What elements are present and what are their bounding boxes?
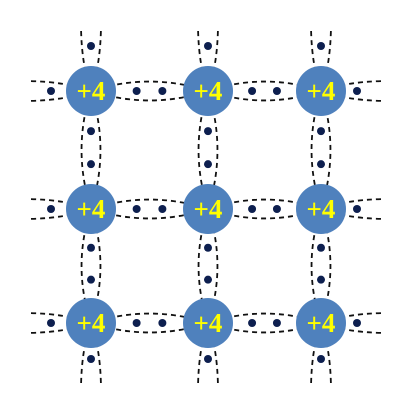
electron-dot bbox=[204, 160, 212, 169]
electron-dot bbox=[47, 87, 55, 95]
silicon-atom: +4 bbox=[183, 298, 233, 348]
electron-dot bbox=[317, 160, 325, 169]
silicon-atom: +4 bbox=[183, 66, 233, 116]
electron-dot bbox=[248, 205, 257, 213]
electron-dot bbox=[317, 355, 325, 363]
silicon-atom: +4 bbox=[296, 184, 346, 234]
electron-dot bbox=[204, 355, 212, 363]
electron-dot bbox=[248, 87, 257, 95]
atom-charge-label: +4 bbox=[77, 76, 106, 106]
atom-charge-label: +4 bbox=[307, 76, 336, 106]
silicon-atom: +4 bbox=[296, 298, 346, 348]
electron-dot bbox=[353, 319, 361, 327]
electron-dot bbox=[204, 42, 212, 50]
electron-dot bbox=[353, 205, 361, 213]
atom-grid: +4 +4 +4 +4 +4 +4 +4 +4 +4 bbox=[66, 66, 346, 348]
electron-dot bbox=[204, 127, 212, 136]
silicon-atom: +4 bbox=[66, 184, 116, 234]
electron-dot bbox=[317, 127, 325, 136]
electron-dot bbox=[47, 205, 55, 213]
electron-dot bbox=[132, 319, 141, 327]
electron-dot bbox=[158, 205, 167, 213]
electron-dot bbox=[248, 319, 257, 327]
electron-dot bbox=[317, 243, 325, 252]
atom-charge-label: +4 bbox=[307, 194, 336, 224]
atom-core bbox=[183, 66, 233, 116]
silicon-atom: +4 bbox=[183, 184, 233, 234]
electron-dot bbox=[87, 127, 95, 136]
atom-charge-label: +4 bbox=[194, 76, 223, 106]
silicon-atom: +4 bbox=[66, 66, 116, 116]
electron-dot bbox=[272, 87, 281, 95]
electron-dot bbox=[204, 275, 212, 284]
valence-electrons bbox=[47, 42, 361, 363]
atom-core bbox=[296, 66, 346, 116]
electron-dot bbox=[272, 319, 281, 327]
atom-core bbox=[296, 184, 346, 234]
silicon-atom: +4 bbox=[66, 298, 116, 348]
electron-dot bbox=[204, 243, 212, 252]
electron-dot bbox=[87, 355, 95, 363]
electron-dot bbox=[132, 205, 141, 213]
atom-charge-label: +4 bbox=[77, 308, 106, 338]
electron-dot bbox=[47, 319, 55, 327]
electron-dot bbox=[87, 275, 95, 284]
atom-core bbox=[66, 66, 116, 116]
electron-dot bbox=[317, 42, 325, 50]
atom-charge-label: +4 bbox=[194, 194, 223, 224]
electron-dot bbox=[272, 205, 281, 213]
atom-core bbox=[183, 184, 233, 234]
atom-charge-label: +4 bbox=[307, 308, 336, 338]
atom-charge-label: +4 bbox=[194, 308, 223, 338]
electron-dot bbox=[87, 42, 95, 50]
electron-dot bbox=[158, 319, 167, 327]
electron-dot bbox=[87, 160, 95, 169]
atom-core bbox=[66, 298, 116, 348]
atom-core bbox=[183, 298, 233, 348]
atom-charge-label: +4 bbox=[77, 194, 106, 224]
atom-core bbox=[66, 184, 116, 234]
silicon-atom: +4 bbox=[296, 66, 346, 116]
electron-dot bbox=[132, 87, 141, 95]
electron-dot bbox=[158, 87, 167, 95]
electron-dot bbox=[87, 243, 95, 252]
electron-dot bbox=[353, 87, 361, 95]
electron-dot bbox=[317, 275, 325, 284]
atom-core bbox=[296, 298, 346, 348]
